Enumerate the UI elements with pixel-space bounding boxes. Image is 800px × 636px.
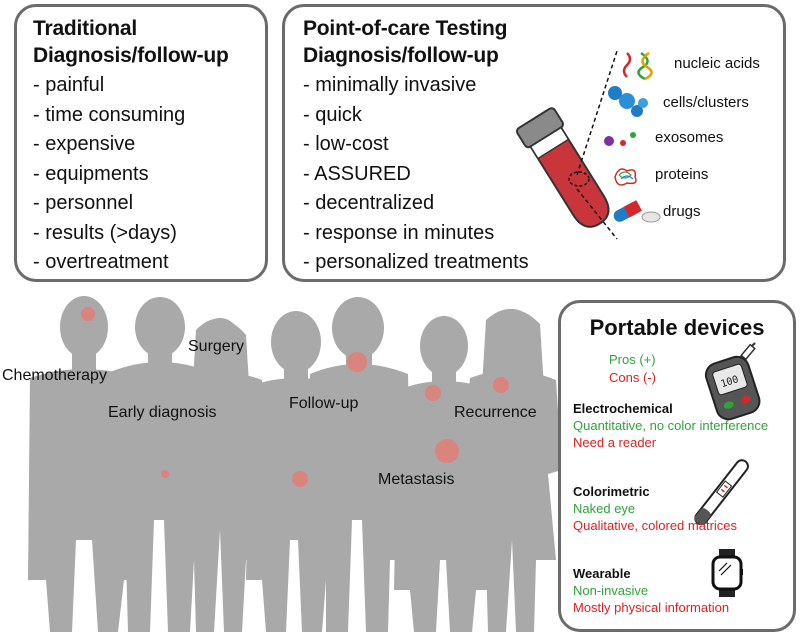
poc-title-line1: Point-of-care Testing	[303, 17, 508, 40]
electrochemical-title: Electrochemical	[573, 401, 673, 416]
list-item: - expensive	[33, 133, 136, 155]
list-item: - time consuming	[33, 103, 186, 126]
biomarker-label: nucleic acids	[674, 55, 760, 72]
cons-legend: Cons (-)	[609, 370, 656, 385]
list-item: - decentralized	[303, 192, 435, 214]
biomarker-label: cells/clusters	[663, 94, 749, 111]
list-item: - low-cost	[303, 133, 389, 155]
colorimetric-test-icon	[694, 459, 749, 526]
nucleic-acids-icon	[622, 51, 653, 81]
list-item: - response in minutes	[303, 221, 495, 244]
disease-spots	[81, 307, 509, 487]
list-item: - overtreatment	[33, 251, 169, 273]
drugs-icon	[613, 200, 661, 223]
traditional-title: Traditional Diagnosis/follow-up	[33, 15, 229, 69]
label-surgery: Surgery	[188, 338, 245, 355]
electrochemical-pro: Quantitative, no color interference	[573, 418, 769, 433]
blood-tube-icon	[515, 107, 610, 228]
label-follow-up: Follow-up	[289, 395, 359, 412]
colorimetric-title: Colorimetric	[573, 484, 650, 499]
wearable-title: Wearable	[573, 566, 631, 581]
colorimetric-con: Qualitative, colored matrices	[573, 518, 738, 533]
traditional-box: Traditional Diagnosis/follow-up - painfu…	[14, 4, 268, 282]
biomarker-label: drugs	[663, 203, 701, 220]
wearable-pro: Non-invasive	[573, 583, 649, 598]
poc-title-line2: Diagnosis/follow-up	[303, 44, 499, 67]
proteins-icon	[614, 168, 637, 186]
poc-title: Point-of-care Testing Diagnosis/follow-u…	[303, 15, 507, 69]
cells-clusters-icon	[608, 86, 648, 117]
label-recurrence: Recurrence	[454, 404, 537, 421]
list-item: - ASSURED	[303, 162, 411, 185]
pros-legend: Pros (+)	[609, 352, 656, 367]
list-item: - painful	[33, 74, 105, 96]
traditional-title-line1: Traditional	[33, 17, 137, 40]
label-metastasis: Metastasis	[378, 471, 455, 488]
person-7	[462, 308, 562, 632]
person-3	[176, 318, 266, 632]
label-chemotherapy: Chemotherapy	[2, 367, 107, 384]
list-item: - quick	[303, 103, 362, 126]
biomarker-label: proteins	[655, 166, 709, 183]
wearable-con: Mostly physical information	[573, 600, 730, 615]
exosomes-icon	[604, 132, 636, 146]
poc-list: - minimally invasive - quick - low-cost …	[303, 71, 529, 278]
meter-display-text: 100	[719, 374, 740, 390]
traditional-title-line2: Diagnosis/follow-up	[33, 44, 229, 67]
traditional-list: - painful - time consuming - expensive -…	[33, 71, 185, 278]
list-item: - equipments	[33, 162, 149, 185]
zoom-lines	[576, 50, 618, 240]
biomarker-label: exosomes	[655, 129, 724, 146]
portable-devices-box: Portable devices Pros (+) Cons (-) 100 E…	[558, 300, 796, 632]
electrochemical-reader-icon: 100	[704, 342, 761, 421]
list-item: - personalized treatments	[303, 251, 529, 273]
wearable-watch-icon	[711, 549, 743, 597]
list-item: - results (>days)	[33, 221, 177, 244]
electrochemical-con: Need a reader	[573, 435, 657, 450]
colorimetric-pro: Naked eye	[573, 501, 636, 516]
portable-title: Portable devices	[589, 315, 765, 340]
list-item: - personnel	[33, 192, 134, 214]
label-early-diagnosis: Early diagnosis	[108, 404, 217, 421]
list-item: - minimally invasive	[303, 74, 477, 96]
poc-box: Point-of-care Testing Diagnosis/follow-u…	[282, 4, 786, 282]
